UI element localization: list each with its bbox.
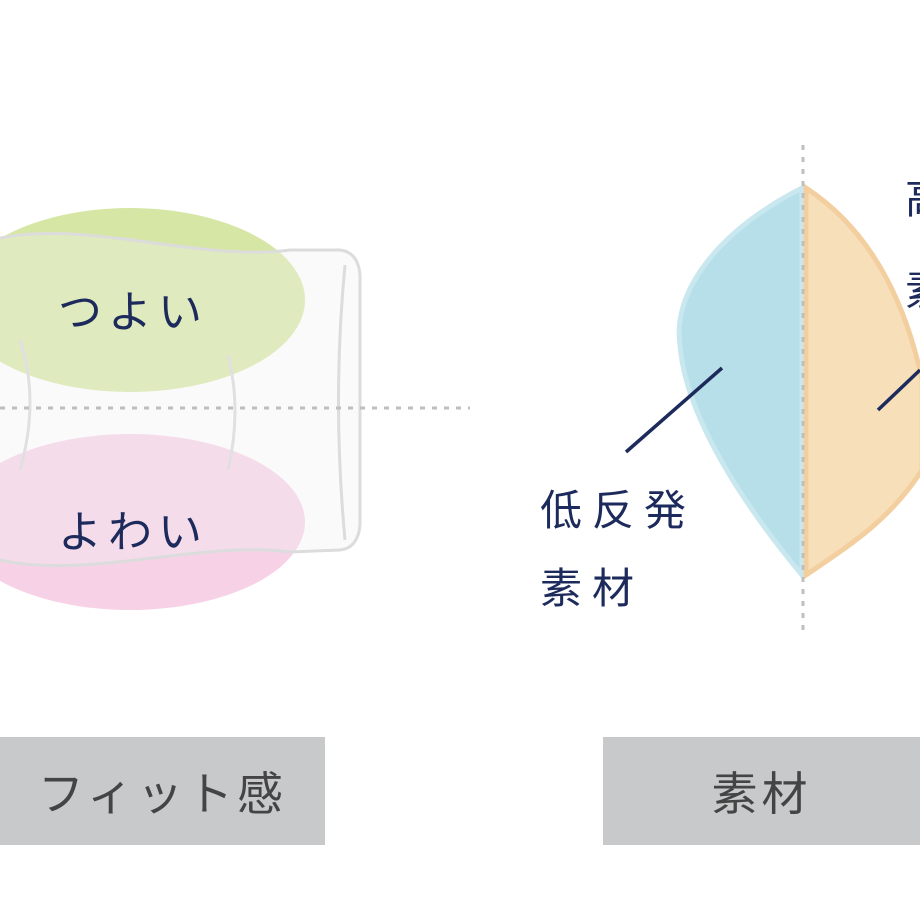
- high-material-pointer: [876, 368, 920, 412]
- pillow-outline: [0, 231, 362, 568]
- low-material-label-line1: 低反発: [540, 486, 697, 535]
- low-material-pointer: [624, 366, 724, 454]
- pillow-crease-right: [226, 354, 237, 471]
- pillow-inner-edge: [337, 264, 347, 541]
- strong-label: つよい: [58, 287, 208, 338]
- fit-diagram: [0, 208, 470, 610]
- material-tag: 素材: [603, 737, 920, 845]
- strong-zone-ellipse: [0, 208, 305, 392]
- fit-tag: フィット感: [0, 737, 325, 845]
- high-material-label-line1: 高: [905, 170, 920, 228]
- weak-label: よわい: [58, 507, 208, 558]
- pillow-crease-left: [18, 339, 32, 471]
- low-resilience-half: [676, 183, 805, 582]
- high-resilience-half: [803, 183, 920, 580]
- high-material-label-line2: 素: [905, 262, 920, 320]
- material-diagram: [624, 145, 920, 635]
- low-material-label-line2: 素材: [540, 564, 645, 613]
